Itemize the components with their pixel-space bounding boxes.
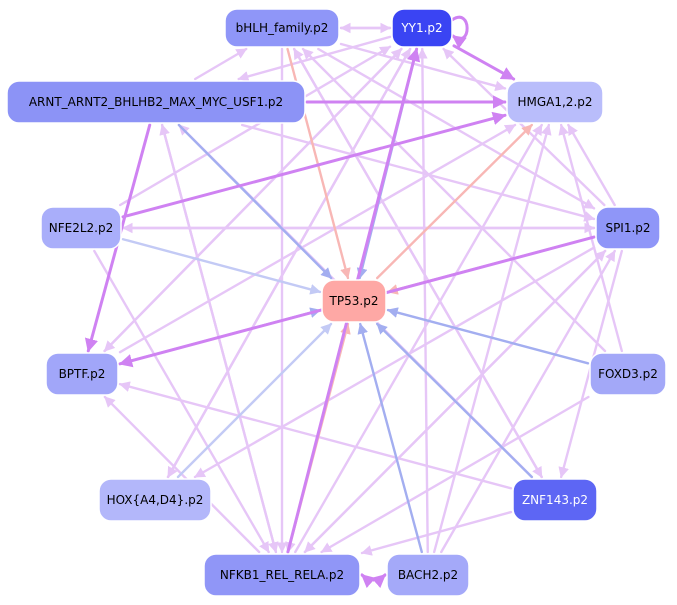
- edge-nfe2l2-to-hmga: [121, 111, 507, 219]
- node-yy1[interactable]: YY1.p2: [391, 8, 453, 48]
- node-label: YY1.p2: [400, 21, 442, 35]
- node-box: [386, 553, 470, 597]
- edge-arnt-to-tp53: [177, 123, 333, 280]
- edge-hox-to-yy1: [166, 47, 412, 479]
- node-label: SPI1.p2: [605, 221, 650, 235]
- node-label: NFKB1_REL_RELA.p2: [220, 568, 344, 582]
- edge-znf143-to-tp53: [376, 322, 533, 479]
- edge-arnt-to-bhlh: [193, 47, 248, 81]
- edge-bach2-to-spi1: [440, 249, 616, 554]
- node-label: BACH2.p2: [398, 568, 458, 582]
- node-label: bHLH_family.p2: [236, 21, 329, 35]
- node-foxd3[interactable]: FOXD3.p2: [589, 352, 667, 396]
- edge-yy1-to-arnt: [237, 35, 392, 82]
- node-box: [512, 478, 598, 522]
- node-box: [98, 478, 212, 522]
- node-tp53[interactable]: TP53.p2: [321, 279, 387, 323]
- node-nfkb1[interactable]: NFKB1_REL_RELA.p2: [203, 553, 361, 597]
- edge-bach2-to-nfkb1: [360, 573, 387, 589]
- edge-foxd3-to-tp53: [386, 307, 590, 365]
- node-label: HMGA1,2.p2: [517, 95, 592, 109]
- node-box: [321, 279, 387, 323]
- edge-nfe2l2-to-yy1: [119, 45, 392, 207]
- node-bhlh[interactable]: bHLH_family.p2: [224, 8, 340, 48]
- node-label: TP53.p2: [329, 294, 379, 308]
- edge-yy1-to-hmga: [452, 44, 516, 81]
- node-arnt[interactable]: ARNT_ARNT2_BHLHB2_MAX_MYC_USF1.p2: [6, 80, 306, 124]
- node-box: [6, 80, 306, 124]
- node-box: [203, 553, 361, 597]
- edge-nfe2l2-to-tp53: [121, 238, 322, 295]
- edge-spi1-to-yy1: [442, 47, 606, 207]
- edge-spi1-to-hox: [193, 246, 596, 479]
- node-box: [595, 206, 661, 250]
- node-znf143[interactable]: ZNF143.p2: [512, 478, 598, 522]
- edge-bptf-to-hmga: [118, 123, 517, 354]
- edge-bach2-to-tp53: [357, 322, 423, 554]
- edge-bach2-to-yy1: [416, 47, 429, 554]
- node-label: NFE2L2.p2: [49, 221, 113, 235]
- node-spi1[interactable]: SPI1.p2: [595, 206, 661, 250]
- node-box: [589, 352, 667, 396]
- edge-znf143-to-bptf: [118, 381, 513, 490]
- node-hmga[interactable]: HMGA1,2.p2: [506, 80, 604, 124]
- node-bach2[interactable]: BACH2.p2: [386, 553, 470, 597]
- edge-znf143-to-bhlh: [292, 47, 543, 479]
- edge-nfkb1-to-hmga: [294, 123, 543, 554]
- node-label: FOXD3.p2: [598, 367, 658, 381]
- edge-spi1-to-hmga: [567, 123, 616, 207]
- node-box: [506, 80, 604, 124]
- node-box: [40, 206, 122, 250]
- edge-tp53-to-hmga: [376, 123, 533, 280]
- edge-yy1-to-yy1: [450, 15, 469, 49]
- node-label: ZNF143.p2: [522, 493, 588, 507]
- node-box: [224, 8, 340, 48]
- node-label: BPTF.p2: [59, 367, 106, 381]
- node-layer: bHLH_family.p2 YY1.p2ARNT_ARNT2_BHLHB2_MA…: [6, 8, 667, 597]
- node-box: [391, 8, 453, 48]
- edge-hox-to-tp53: [176, 322, 333, 479]
- edge-znf143-to-nfkb1: [360, 510, 513, 556]
- node-bptf[interactable]: BPTF.p2: [45, 352, 119, 396]
- node-nfe2l2[interactable]: NFE2L2.p2: [40, 206, 122, 250]
- node-box: [45, 352, 119, 396]
- node-label: ARNT_ARNT2_BHLHB2_MAX_MYC_USF1.p2: [29, 95, 283, 109]
- edge-arnt-to-spi1: [240, 123, 596, 222]
- node-label: HOX{A4,D4}.p2: [107, 493, 204, 507]
- node-hox[interactable]: HOX{A4,D4}.p2: [98, 478, 212, 522]
